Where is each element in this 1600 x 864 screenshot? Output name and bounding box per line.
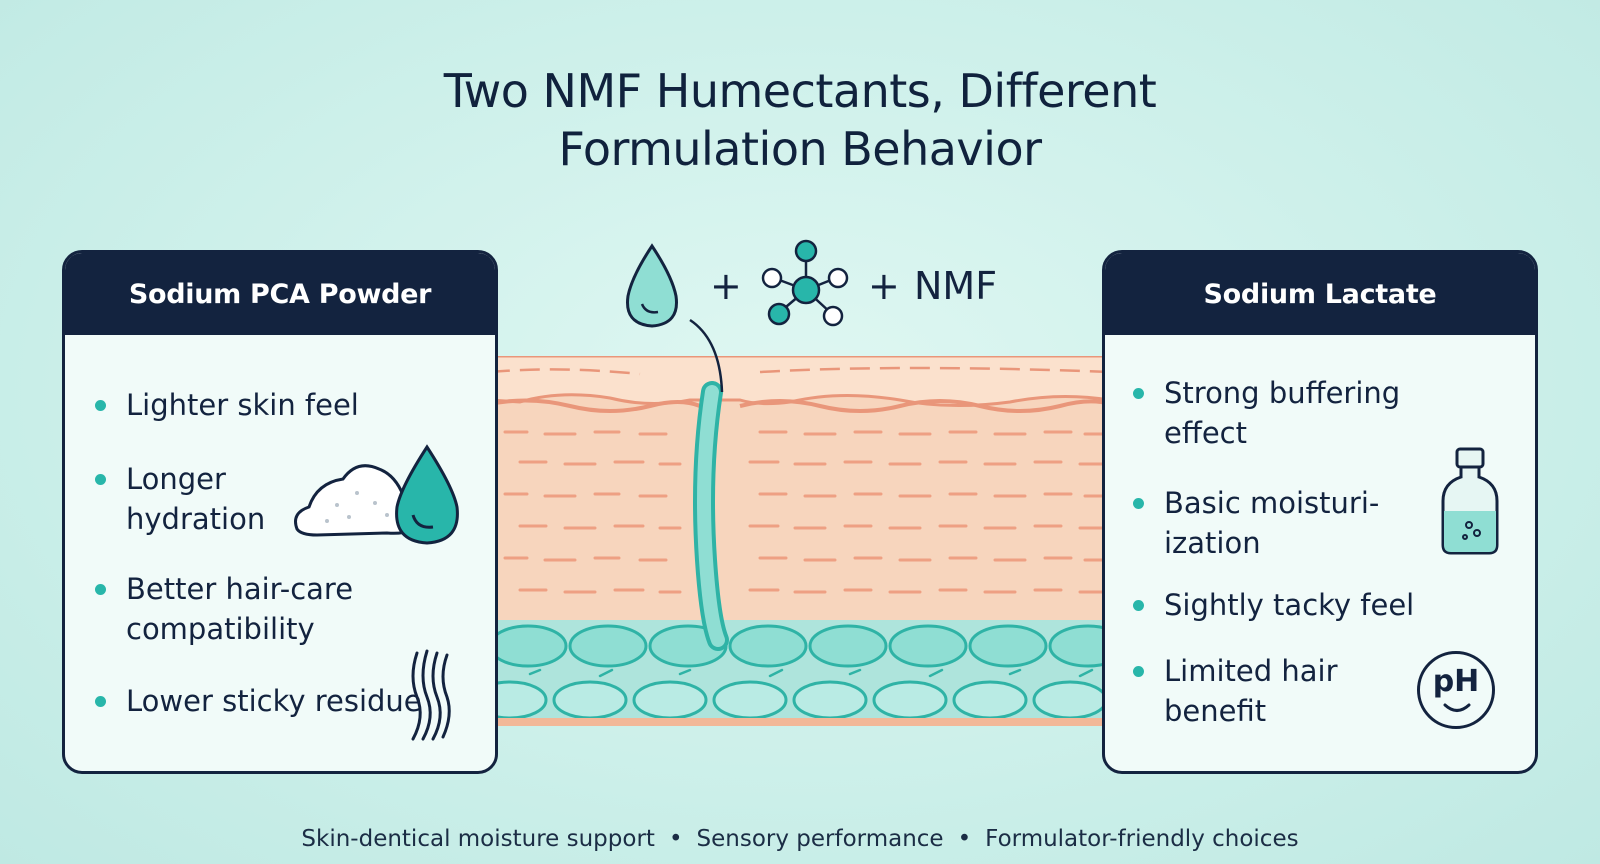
sodium-lactate-header: Sodium Lactate [1105,253,1535,335]
sodium-pca-header: Sodium PCA Powder [65,253,495,335]
list-item: Strong buffering effect [1133,373,1400,453]
footer-item-1: Skin-dentical moisture support [301,826,655,852]
list-item: Basic moisturi- ization [1133,483,1379,563]
skin-boundary [490,398,1110,413]
basal-cells [490,624,1110,668]
footer-separator: • [957,826,972,852]
nmf-label: NMF [914,264,998,308]
sodium-pca-body: Lighter skin feel Longer hydration Bette… [65,335,495,771]
bottle-icon [1441,447,1499,555]
water-drop-icon [626,243,678,328]
powder-pile-icon [294,464,421,537]
list-item: Better hair-care compatibility [95,569,353,649]
pointer-line [689,318,724,393]
bullet-dot [1133,498,1144,509]
bullet-dot [1133,600,1144,611]
bullet-dot [1133,666,1144,677]
list-item: Lighter skin feel [95,385,359,425]
list-item: Sightly tacky feel [1133,585,1414,625]
skin-layers [490,356,1110,726]
follicle-channel [697,385,725,647]
footer-item-2: Sensory performance [696,826,944,852]
bullet-dot [95,696,106,707]
footer-item-3: Formulator-friendly choices [985,826,1299,852]
list-item: Longer hydration [95,459,265,539]
bullet-dot [95,584,106,595]
epidermis-texture [490,366,1110,376]
ph-label: pH [1432,664,1480,699]
lower-cells [490,680,1108,720]
bottom-strip [490,718,1110,726]
plus-sign-2: + [868,264,900,308]
dermis-texture [503,430,1107,594]
ph-icon: pH [1417,651,1495,729]
list-item: Limited hair benefit [1133,651,1338,731]
title-line-2: Formulation Behavior [558,122,1043,176]
title-line-1: Two NMF Humectants, Different [443,64,1157,118]
water-drop-icon [395,444,459,545]
smile-mark [1443,703,1471,712]
molecule-icon [761,239,849,327]
sodium-lactate-body: Strong buffering effect Basic moisturi- … [1105,335,1535,771]
hair-strands-icon [411,649,451,741]
bullet-dot [95,474,106,485]
footer-separator: • [668,826,683,852]
bullet-dot [1133,388,1144,399]
sodium-pca-card: Sodium PCA Powder Lighter skin feel Long… [62,250,498,774]
bullet-dot [95,400,106,411]
page-title: Two NMF Humectants, Different Formulatio… [0,62,1600,178]
plus-sign-1: + [710,264,742,308]
sodium-lactate-card: Sodium Lactate Strong buffering effect B… [1102,250,1538,774]
footer: Skin-dentical moisture support • Sensory p… [0,826,1600,852]
list-item: Lower sticky residue [95,681,422,721]
